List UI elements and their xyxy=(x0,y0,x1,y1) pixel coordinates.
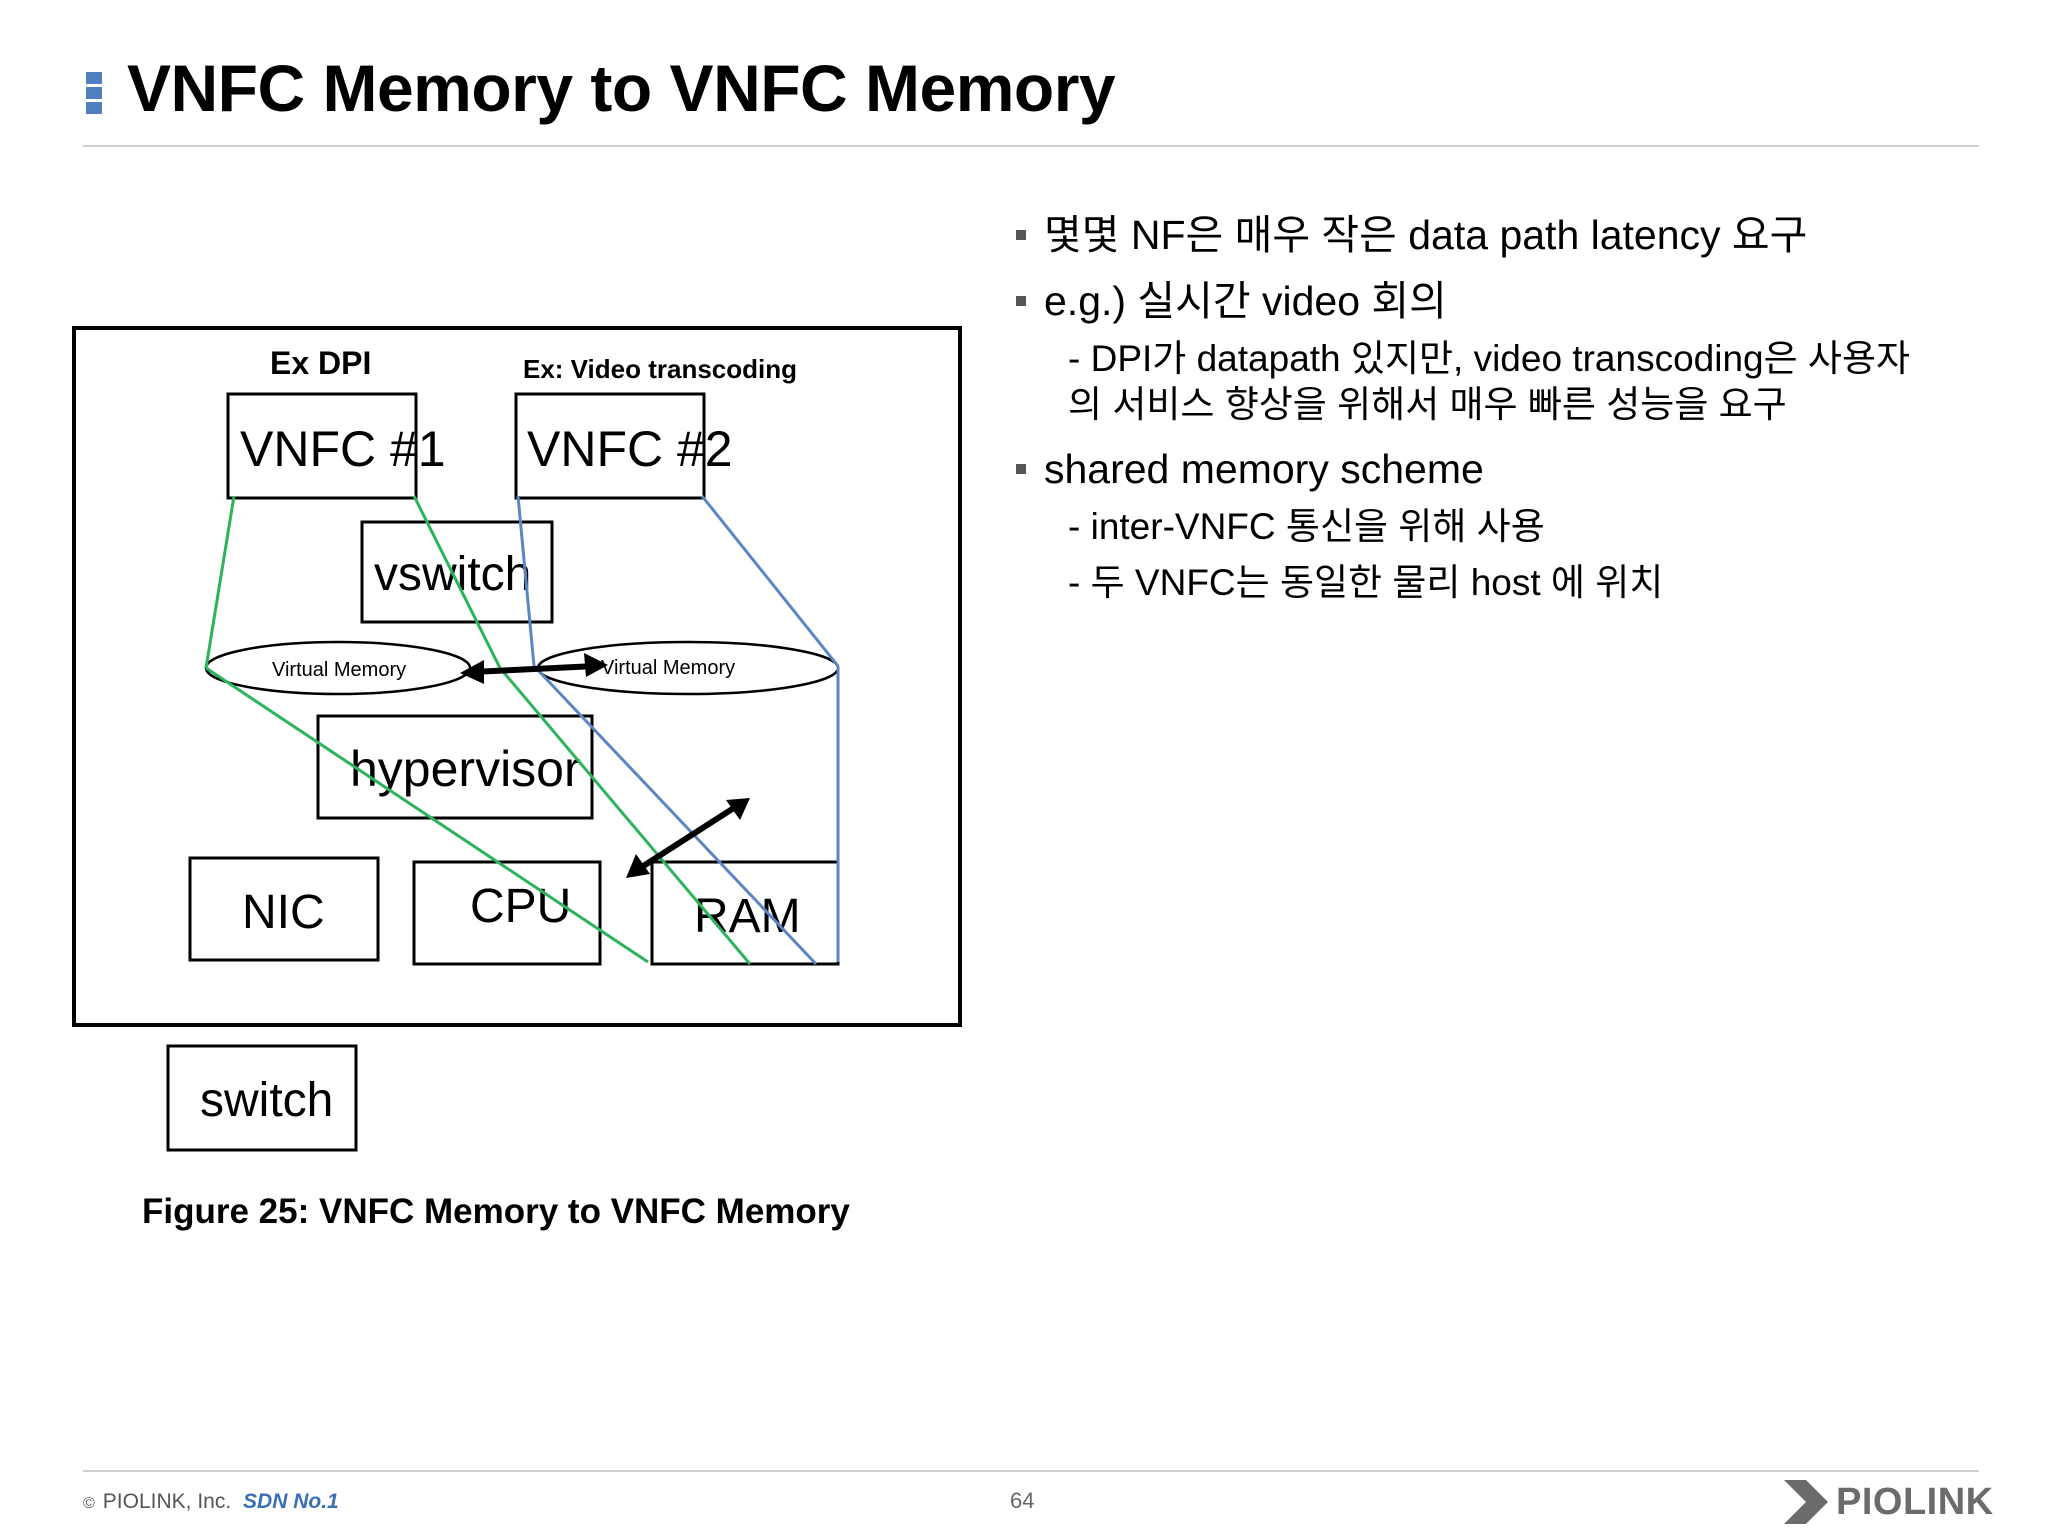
title-divider xyxy=(83,145,1979,147)
switch-label: switch xyxy=(200,1074,333,1127)
blue-mapping-lines xyxy=(516,495,840,966)
bullet-item: shared memory scheme xyxy=(1010,444,1970,494)
footer-company: PIOLINK, Inc. xyxy=(102,1490,232,1513)
piolink-chevron-icon xyxy=(1784,1480,1828,1524)
bullet-item: 몇몇 NF은 매우 작은 data path latency 요구 xyxy=(1010,210,1970,260)
virtual-memory-left-label: Virtual Memory xyxy=(272,659,406,681)
ram-box xyxy=(650,860,840,966)
sub-bullet-item: - 두 VNFC는 동일한 물리 host 에 위치 xyxy=(1068,562,1664,603)
page-number: 64 xyxy=(1010,1488,1035,1513)
ram-double-arrow-icon xyxy=(626,798,750,878)
sub-bullet-item: - inter-VNFC 통신을 위해 사용 xyxy=(1068,506,1545,547)
sub-bullet-item: - DPI가 datapath 있지만, video transcoding은 … xyxy=(1010,336,1970,428)
cpu-label: CPU xyxy=(470,880,571,933)
figure-caption: Figure 25: VNFC Memory to VNFC Memory xyxy=(142,1192,850,1231)
footer-divider xyxy=(83,1470,1979,1472)
piolink-logo: PIOLINK xyxy=(1784,1480,1994,1524)
footer-copyright: © PIOLINK, Inc. SDN No.1 xyxy=(83,1490,339,1514)
switch-box xyxy=(166,1044,358,1152)
vswitch-box xyxy=(360,520,554,624)
sub-bullet-text: - DPI가 datapath 있지만, video transcoding은 … xyxy=(1068,338,1911,425)
vnfc1-label: VNFC #1 xyxy=(240,421,446,477)
hypervisor-label: hypervisor xyxy=(350,741,581,797)
logo-text: PIOLINK xyxy=(1836,1480,1994,1523)
host-frame xyxy=(72,326,962,1027)
cpu-box xyxy=(412,860,602,966)
vnfc1-box xyxy=(226,392,418,500)
bullet-item: e.g.) 실시간 video 회의 xyxy=(1010,276,1970,326)
slide-title: VNFC Memory to VNFC Memory xyxy=(127,51,1116,125)
memory-double-arrow-icon xyxy=(460,653,608,684)
copyright-symbol: © xyxy=(83,1495,95,1512)
footer-tagline: SDN No.1 xyxy=(243,1490,339,1513)
nic-box xyxy=(188,856,380,962)
bullet-list: 몇몇 NF은 매우 작은 data path latency 요구 e.g.) … xyxy=(1010,210,1970,622)
green-mapping-lines xyxy=(204,495,752,965)
nic-label: NIC xyxy=(242,886,325,939)
title-marker-icon xyxy=(86,72,102,114)
virtual-memory-right-label: Virtual Memory xyxy=(601,657,735,679)
vnfc-memory-diagram: Ex DPI Ex: Video transcoding VNFC #1 VNF… xyxy=(72,326,962,1152)
vnfc2-label: VNFC #2 xyxy=(527,421,733,477)
label-ex-dpi: Ex DPI xyxy=(270,345,371,381)
vnfc2-box xyxy=(514,392,706,500)
hypervisor-box xyxy=(316,714,594,820)
label-ex-video: Ex: Video transcoding xyxy=(523,354,797,384)
